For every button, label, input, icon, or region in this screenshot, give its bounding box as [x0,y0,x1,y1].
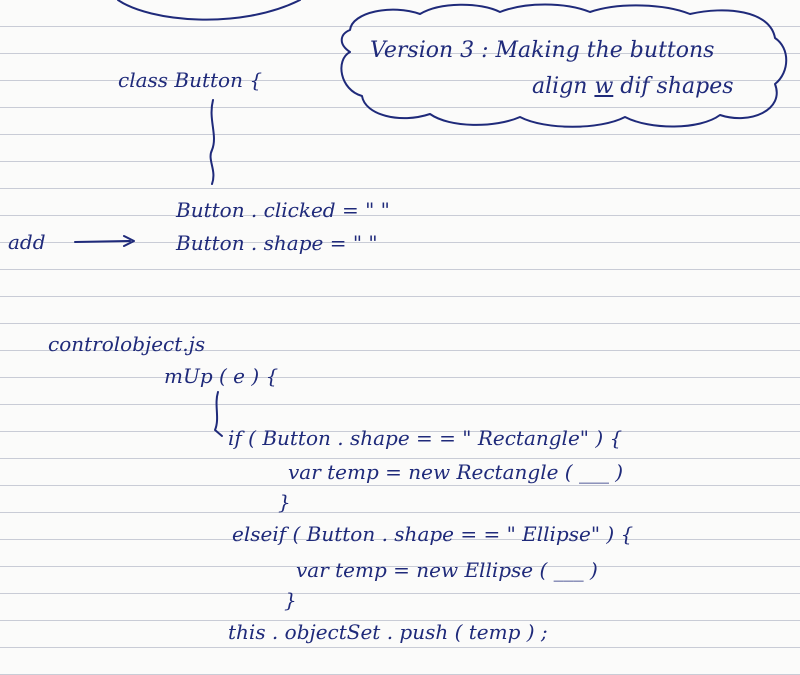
mup-declaration: mUp ( e ) { [164,364,279,388]
cloud-title-line1: Version 3 : Making the buttons [370,38,715,63]
elseif-close-brace: } [284,588,297,612]
button-clicked-line: Button . clicked = " " [176,198,390,222]
push-line: this . objectSet . push ( temp ) ; [228,620,548,644]
cloud-title-line2-w: w [594,74,614,99]
add-arrow-shaft [74,240,131,243]
thought-cloud-outline [340,3,788,128]
add-arrow-head [123,235,135,247]
if-close-brace: } [278,490,291,514]
if-rectangle-line: if ( Button . shape = = " Rectangle" ) { [228,426,623,450]
new-ellipse-line: var temp = new Ellipse ( ___ ) [296,558,598,582]
class-body-brace [209,99,215,185]
cloud-title-line2: align w dif shapes [532,76,734,98]
cloud-title-line2-suffix: dif shapes [613,74,734,99]
elseif-ellipse-line: elseif ( Button . shape = = " Ellipse" )… [232,522,634,546]
add-label: add [8,230,46,254]
partial-circle-arc [117,0,301,21]
new-rectangle-line: var temp = new Rectangle ( ___ ) [288,460,624,484]
class-declaration: class Button { [118,68,263,92]
file-name-heading: controlobject.js [48,332,206,356]
mup-body-brace [214,391,223,437]
cloud-title-line2-prefix: align [532,74,595,99]
button-shape-line: Button . shape = " " [176,231,378,255]
